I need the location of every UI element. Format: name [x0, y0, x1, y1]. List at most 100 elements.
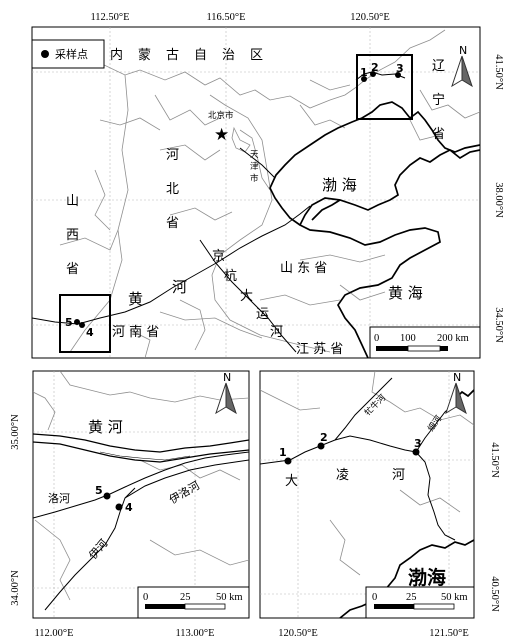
label-daling-river: 大	[285, 474, 298, 489]
top-lat-label: 41.50°N	[493, 54, 504, 90]
label-tianjin: 天	[250, 150, 259, 160]
north-label: N	[453, 371, 461, 384]
label-grand-canal: 京	[212, 249, 225, 264]
site-number: 2	[320, 431, 328, 444]
label-beijing: 北京市	[208, 110, 234, 121]
label-liaoning: 辽	[432, 59, 445, 74]
svg-text:自: 自	[194, 48, 207, 63]
svg-text:200 km: 200 km	[437, 333, 469, 344]
sample-site	[284, 457, 292, 465]
left-lon-label: 113.00°E	[175, 628, 214, 639]
left-map: 112.00°E 113.00°E 35.00°N 34.00°N 黄 河	[10, 370, 250, 639]
sample-site	[103, 492, 111, 500]
label-shanxi: 山	[66, 194, 79, 209]
label-yellow-sea: 黄 海	[388, 284, 423, 302]
svg-text:25: 25	[180, 592, 191, 603]
label-henan: 河 南 省	[112, 324, 159, 340]
grand-canal	[199, 239, 297, 353]
svg-text:50 km: 50 km	[216, 592, 243, 603]
site-number: 1	[279, 446, 287, 459]
svg-text:蒙: 蒙	[138, 48, 151, 63]
svg-text:凌: 凌	[336, 468, 349, 483]
site-number: 1	[360, 66, 368, 79]
beijing-star-icon: ★	[214, 125, 229, 145]
top-sample-sites: 1 2 3 5 4	[65, 61, 404, 339]
label-bohai: 渤海	[408, 566, 446, 589]
top-map-frame	[31, 26, 481, 359]
top-lon-label: 112.50°E	[90, 12, 129, 23]
north-arrow-icon: N	[445, 371, 467, 415]
svg-text:50 km: 50 km	[441, 592, 468, 603]
sample-site	[395, 72, 401, 78]
label-luohe: 洛河	[48, 491, 70, 505]
svg-text:杭: 杭	[224, 269, 237, 284]
sample-site	[74, 319, 80, 325]
svg-text:0: 0	[143, 592, 148, 603]
svg-text:古: 古	[166, 48, 179, 63]
left-lat-label: 34.00°N	[10, 570, 21, 606]
site-number: 5	[65, 316, 73, 329]
legend-label: 采样点	[55, 47, 88, 61]
svg-text:河: 河	[270, 325, 283, 340]
left-scale-bar: 0 25 50 km	[137, 586, 250, 619]
top-lon-label: 120.50°E	[350, 12, 390, 23]
label-yellow-river: 黄 河	[88, 418, 123, 436]
svg-text:省: 省	[166, 216, 179, 231]
north-label: N	[459, 44, 467, 57]
label-hebei: 河	[166, 148, 179, 163]
top-coastline	[269, 101, 480, 358]
top-place-labels: 内 蒙 古 自 治 区 辽 宁 省 北京市 天 津 市 河 北 省 山 西 省 …	[66, 47, 445, 357]
svg-text:0: 0	[372, 592, 377, 603]
sample-site	[79, 322, 85, 328]
label-yihe: 伊河	[86, 537, 110, 562]
site-number: 4	[125, 501, 133, 514]
svg-text:0: 0	[374, 333, 379, 344]
hai-river	[239, 147, 276, 179]
svg-text:市: 市	[250, 173, 259, 184]
site-number: 4	[86, 326, 94, 339]
label-inner-mongolia: 内	[110, 47, 123, 63]
top-lat-label: 34.50°N	[493, 307, 504, 343]
top-graticule	[32, 27, 480, 358]
svg-text:25: 25	[406, 592, 417, 603]
right-lat-label: 40.50°N	[489, 576, 500, 612]
svg-text:省: 省	[66, 262, 79, 277]
right-scale-bar: 0 25 50 km	[365, 586, 475, 619]
site-number: 3	[396, 62, 404, 75]
svg-text:区: 区	[250, 48, 263, 63]
north-arrow-icon: N	[215, 371, 237, 415]
study-area-box-yiluo	[59, 294, 111, 353]
top-lon-label: 116.50°E	[206, 12, 245, 23]
svg-text:大: 大	[240, 289, 253, 304]
right-place-labels: 牤牛河 细河 大 凌 河 渤海	[285, 392, 446, 589]
top-map: 112.50°E 116.50°E 120.50°E 41.50°N 38.00…	[31, 12, 504, 359]
site-number: 3	[414, 437, 422, 450]
svg-text:省: 省	[432, 127, 445, 142]
right-lon-label: 121.50°E	[429, 628, 469, 639]
label-shandong: 山 东 省	[280, 261, 327, 276]
study-area-box-daling	[356, 54, 413, 120]
svg-text:津: 津	[250, 161, 259, 172]
svg-text:治: 治	[222, 48, 235, 63]
site-number: 2	[371, 61, 379, 74]
label-jiangsu: 江 苏 省	[296, 341, 343, 357]
svg-text:运: 运	[256, 307, 269, 322]
north-label: N	[223, 371, 231, 384]
sample-site	[370, 71, 376, 77]
label-mangniu-river: 牤牛河	[362, 392, 388, 418]
svg-text:河: 河	[172, 278, 187, 296]
north-arrow-icon: N	[451, 44, 473, 88]
top-legend: 采样点	[31, 39, 105, 69]
svg-text:100: 100	[400, 333, 416, 344]
sample-site	[317, 442, 325, 450]
right-map: 120.50°E 121.50°E 41.50°N 40.50°N 牤牛河 细河	[259, 370, 500, 639]
left-lon-label: 112.00°E	[34, 628, 73, 639]
top-lat-label: 38.00°N	[493, 182, 504, 218]
site-number: 5	[95, 484, 103, 497]
top-scale-bar: 0 100 200 km	[369, 326, 481, 359]
svg-text:宁: 宁	[432, 92, 445, 108]
right-lat-label: 41.50°N	[489, 442, 500, 478]
sample-site	[412, 448, 420, 456]
